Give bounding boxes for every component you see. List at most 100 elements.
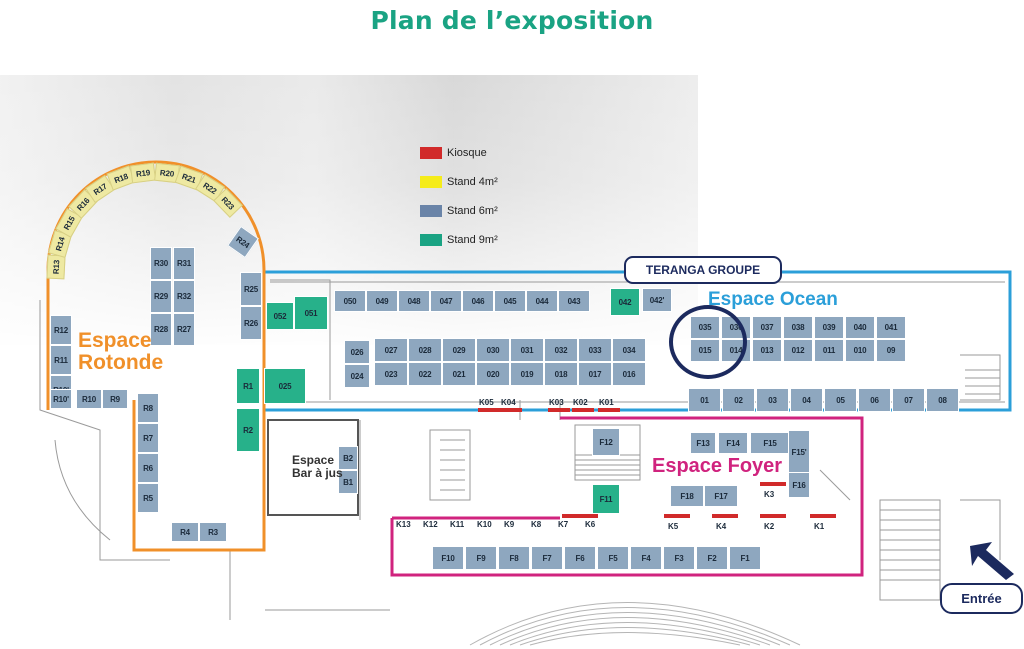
booth-034[interactable]: 034 <box>612 338 646 362</box>
booth-r28[interactable]: R28 <box>150 313 172 346</box>
booth-f16[interactable]: F16 <box>788 472 810 498</box>
booth-018[interactable]: 018 <box>544 362 578 386</box>
kiosque-k5[interactable]: K5 <box>668 522 679 531</box>
booth-048[interactable]: 048 <box>398 290 430 312</box>
kiosque-k05[interactable]: K05 <box>479 398 494 407</box>
booth-r10[interactable]: R10 <box>76 389 102 409</box>
booth-f18[interactable]: F18 <box>670 485 704 507</box>
kiosque-k7[interactable]: K7 <box>558 520 569 529</box>
booth-017[interactable]: 017 <box>578 362 612 386</box>
booth-032[interactable]: 032 <box>544 338 578 362</box>
booth-07[interactable]: 07 <box>892 388 925 412</box>
booth-019[interactable]: 019 <box>510 362 544 386</box>
booth-042[interactable]: 042' <box>642 288 672 312</box>
booth-r12[interactable]: R12 <box>50 315 72 345</box>
booth-050[interactable]: 050 <box>334 290 366 312</box>
booth-027[interactable]: 027 <box>374 338 408 362</box>
booth-f9[interactable]: F9 <box>465 546 497 570</box>
booth-r8[interactable]: R8 <box>137 393 159 423</box>
booth-039[interactable]: 039 <box>814 316 844 339</box>
kiosque-k12[interactable]: K12 <box>423 520 438 529</box>
booth-023[interactable]: 023 <box>374 362 408 386</box>
booth-b2[interactable]: B2 <box>338 446 358 470</box>
booth-037[interactable]: 037 <box>752 316 782 339</box>
booth-r9[interactable]: R9 <box>102 389 128 409</box>
booth-f2[interactable]: F2 <box>696 546 728 570</box>
booth-049[interactable]: 049 <box>366 290 398 312</box>
booth-030[interactable]: 030 <box>476 338 510 362</box>
booth-r5[interactable]: R5 <box>137 483 159 513</box>
booth-r11[interactable]: R11 <box>50 345 72 375</box>
booth-031[interactable]: 031 <box>510 338 544 362</box>
booth-r2[interactable]: R2 <box>236 408 260 452</box>
kiosque-k1[interactable]: K1 <box>814 522 825 531</box>
booth-f15[interactable]: F15' <box>788 430 810 474</box>
booth-f5[interactable]: F5 <box>597 546 629 570</box>
booth-r19[interactable]: R19 <box>130 162 157 184</box>
booth-f8[interactable]: F8 <box>498 546 530 570</box>
booth-f6[interactable]: F6 <box>564 546 596 570</box>
booth-024[interactable]: 024 <box>344 364 370 388</box>
booth-f17[interactable]: F17 <box>704 485 738 507</box>
booth-09[interactable]: 09 <box>876 339 906 362</box>
booth-r6[interactable]: R6 <box>137 453 159 483</box>
booth-r10[interactable]: R10' <box>50 389 72 409</box>
kiosque-k4[interactable]: K4 <box>716 522 727 531</box>
booth-f12[interactable]: F12 <box>592 428 620 456</box>
booth-f4[interactable]: F4 <box>630 546 662 570</box>
booth-021[interactable]: 021 <box>442 362 476 386</box>
booth-f14[interactable]: F14 <box>718 432 748 454</box>
booth-f7[interactable]: F7 <box>531 546 563 570</box>
booth-f10[interactable]: F10 <box>432 546 464 570</box>
booth-045[interactable]: 045 <box>494 290 526 312</box>
booth-b1[interactable]: B1 <box>338 470 358 494</box>
booth-051[interactable]: 051 <box>294 296 328 330</box>
booth-r27[interactable]: R27 <box>173 313 195 346</box>
booth-r29[interactable]: R29 <box>150 280 172 313</box>
booth-03[interactable]: 03 <box>756 388 789 412</box>
booth-r25[interactable]: R25 <box>240 272 262 306</box>
booth-04[interactable]: 04 <box>790 388 823 412</box>
booth-016[interactable]: 016 <box>612 362 646 386</box>
booth-013[interactable]: 013 <box>752 339 782 362</box>
booth-052[interactable]: 052 <box>266 302 294 330</box>
booth-05[interactable]: 05 <box>824 388 857 412</box>
booth-08[interactable]: 08 <box>926 388 959 412</box>
booth-f3[interactable]: F3 <box>663 546 695 570</box>
booth-r7[interactable]: R7 <box>137 423 159 453</box>
booth-026[interactable]: 026 <box>344 340 370 364</box>
booth-042[interactable]: 042 <box>610 288 640 316</box>
kiosque-k3[interactable]: K3 <box>764 490 775 499</box>
booth-012[interactable]: 012 <box>783 339 813 362</box>
kiosque-k03[interactable]: K03 <box>549 398 564 407</box>
booth-f1[interactable]: F1 <box>729 546 761 570</box>
kiosque-k10[interactable]: K10 <box>477 520 492 529</box>
booth-f13[interactable]: F13 <box>690 432 716 454</box>
booth-038[interactable]: 038 <box>783 316 813 339</box>
booth-020[interactable]: 020 <box>476 362 510 386</box>
booth-r4[interactable]: R4 <box>171 522 199 542</box>
booth-043[interactable]: 043 <box>558 290 590 312</box>
kiosque-k13[interactable]: K13 <box>396 520 411 529</box>
booth-r31[interactable]: R31 <box>173 247 195 280</box>
kiosque-k2[interactable]: K2 <box>764 522 775 531</box>
kiosque-k11[interactable]: K11 <box>450 520 465 529</box>
booth-033[interactable]: 033 <box>578 338 612 362</box>
booth-f11[interactable]: F11 <box>592 484 620 514</box>
booth-r32[interactable]: R32 <box>173 280 195 313</box>
booth-022[interactable]: 022 <box>408 362 442 386</box>
booth-f15[interactable]: F15 <box>750 432 790 454</box>
booth-r1[interactable]: R1 <box>236 368 260 404</box>
kiosque-k01[interactable]: K01 <box>599 398 614 407</box>
booth-044[interactable]: 044 <box>526 290 558 312</box>
kiosque-k8[interactable]: K8 <box>531 520 542 529</box>
booth-011[interactable]: 011 <box>814 339 844 362</box>
kiosque-k6[interactable]: K6 <box>585 520 596 529</box>
booth-041[interactable]: 041 <box>876 316 906 339</box>
booth-046[interactable]: 046 <box>462 290 494 312</box>
booth-r30[interactable]: R30 <box>150 247 172 280</box>
booth-025[interactable]: 025 <box>264 368 306 404</box>
kiosque-k04[interactable]: K04 <box>501 398 516 407</box>
booth-028[interactable]: 028 <box>408 338 442 362</box>
booth-r3[interactable]: R3 <box>199 522 227 542</box>
